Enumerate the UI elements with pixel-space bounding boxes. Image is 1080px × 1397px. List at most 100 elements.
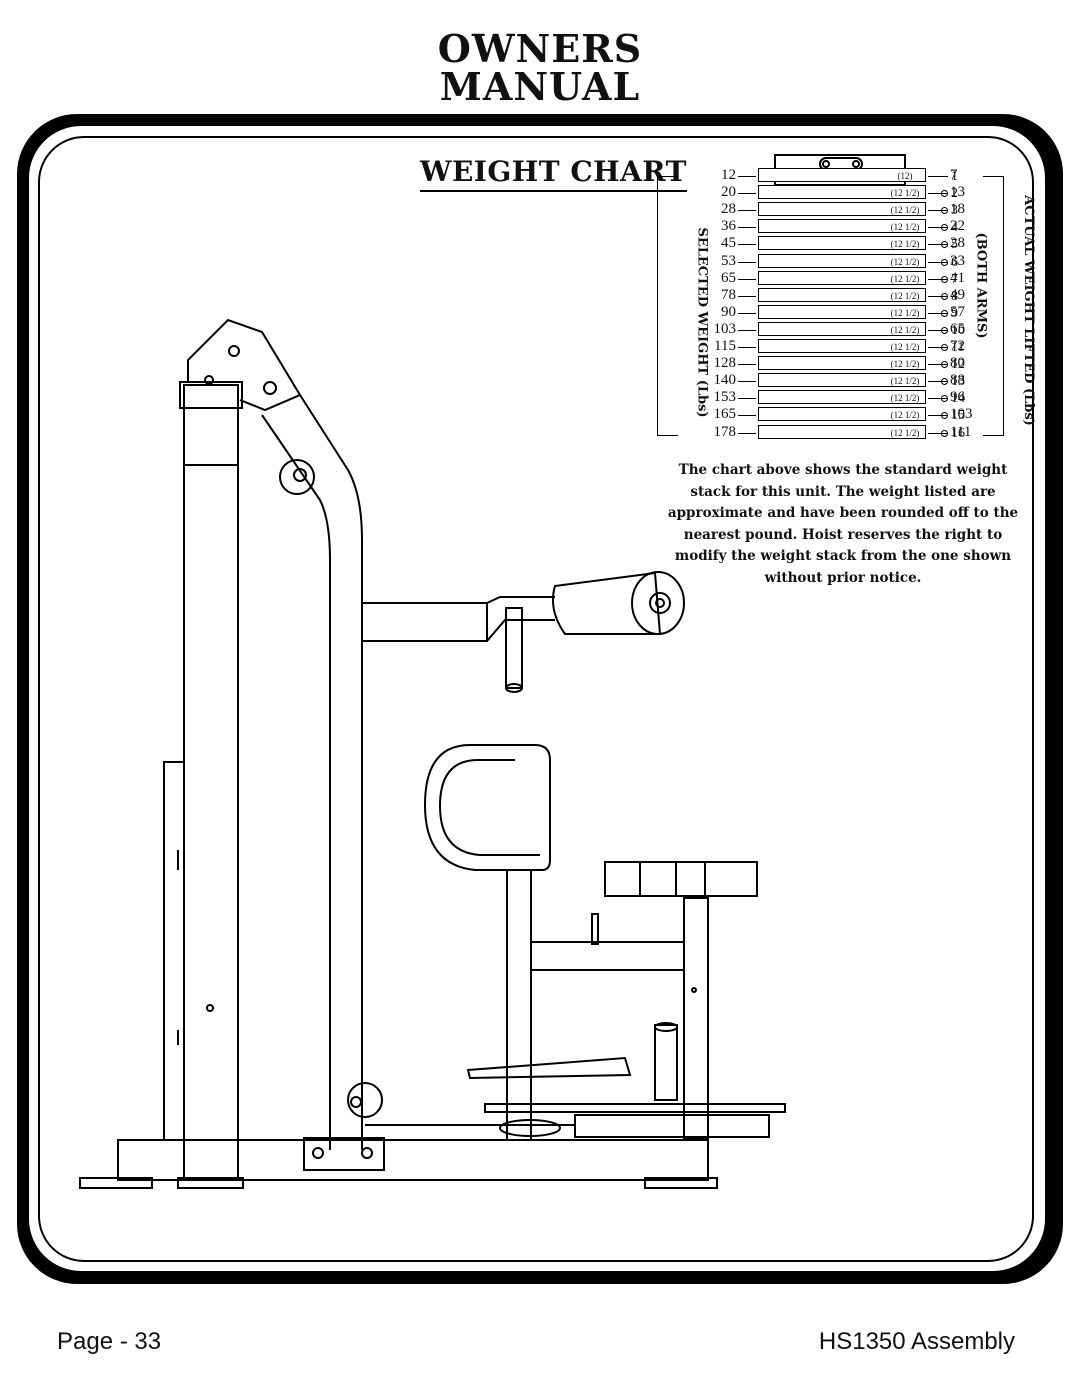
plate-number: 12 [951, 357, 965, 373]
actual-weight: 33 [950, 252, 965, 269]
tick-line-left [738, 193, 756, 195]
tick-line-right [928, 244, 948, 246]
tick-line-right [928, 227, 948, 229]
selected-weight: 28 [721, 201, 736, 218]
tick-line-right [928, 432, 948, 434]
plate-weight: (12 1/2) [890, 307, 920, 318]
tick-line-right [928, 312, 948, 314]
tick-line-left [738, 329, 756, 331]
selected-weight: 12 [721, 167, 736, 183]
selected-weight: 78 [721, 286, 736, 303]
selected-weight: 140 [713, 372, 737, 389]
selected-weight: 165 [713, 406, 737, 423]
plate-number: 15 [951, 408, 965, 424]
tick-line-left [738, 364, 756, 366]
tick-line-left [738, 312, 756, 314]
plate-number: 11 [951, 340, 965, 355]
actual-weight: 103 [950, 406, 973, 423]
plate-number: 16 [951, 425, 965, 441]
plate-weight: (12 1/2) [890, 256, 920, 267]
weight-plate: (12 1/2) 8 [758, 287, 958, 304]
plate-weight: (12 1/2) [890, 290, 920, 301]
tick-line-right [928, 398, 948, 400]
actual-weight: 28 [950, 235, 965, 252]
actual-weight: 18 [950, 201, 965, 218]
selected-weight: 45 [721, 235, 736, 252]
tick-line-right [928, 176, 948, 177]
plate-number: 7 [951, 271, 958, 287]
plate-number: 10 [951, 322, 965, 338]
weight-plate: (12 1/2) 3 [758, 202, 958, 218]
tick-line-right [928, 261, 948, 263]
weight-chart-note: The chart above shows the standard weigh… [667, 462, 1019, 586]
tick-line-left [738, 244, 756, 246]
tick-line-right [928, 381, 948, 383]
actual-weight: 7 [950, 167, 958, 183]
actual-weight: 88 [950, 372, 965, 389]
manual-title-line2: MANUAL [439, 64, 641, 109]
actual-weight-label: ACTUAL WEIGHT LIFTED (Lbs) [1020, 195, 1036, 426]
plate-number: 3 [951, 203, 958, 219]
plate-weight: (12 1/2) [890, 376, 920, 387]
tick-line-right [928, 193, 948, 195]
tick-line-left [738, 432, 756, 434]
actual-weight: 72 [950, 338, 965, 354]
tick-line-right [928, 295, 948, 297]
selected-weight: 36 [721, 218, 736, 235]
tick-line-left [738, 261, 756, 263]
weight-plate: (12 1/2)13 [758, 373, 965, 389]
manual-title-line1: OWNERS [437, 26, 643, 71]
actual-weight: 111 [950, 423, 972, 440]
plate-number: 8 [951, 288, 958, 304]
weight-plate: (12 1/2) 15 [758, 407, 965, 423]
weight-plate: (12 1/2) 4 [758, 219, 958, 235]
model-assembly: HS1350 Assembly [818, 1328, 1015, 1355]
tick-line-left [738, 210, 756, 212]
plate-weight: (12 1/2) [890, 205, 920, 216]
page-frame-line [38, 136, 1034, 1262]
weight-plate: (12 1/2)14 [758, 390, 965, 406]
plate-weight: (12 1/2) [890, 342, 920, 352]
weight-plate: (12 1/2) 9 [758, 304, 958, 321]
plate-number: 9 [951, 305, 958, 321]
plate-weight: (12) [897, 171, 913, 181]
weight-plate: (12 1/2)2 [758, 185, 958, 201]
tick-line-right [928, 210, 948, 212]
selected-weight-brace [657, 176, 678, 436]
tick-line-left [738, 415, 756, 417]
weight-plate: (12 1/2) 16 [758, 424, 965, 441]
weight-plate: (12 1/2)7 [758, 270, 958, 287]
tick-line-left [738, 295, 756, 297]
actual-weight: 41 [950, 269, 965, 286]
plate-number: 6 [951, 254, 958, 270]
plate-weight: (12 1/2) [890, 324, 920, 335]
actual-weight: 22 [950, 218, 965, 235]
tick-line-left [738, 227, 756, 229]
weight-plate: (12 1/2)5 [758, 236, 958, 252]
actual-weight: 96 [950, 389, 965, 406]
tick-line-left [738, 176, 756, 177]
actual-weight: 57 [950, 303, 965, 320]
tick-line-right [928, 278, 948, 280]
plate-weight: (12 1/2) [890, 410, 920, 421]
plate-number: 14 [951, 391, 965, 407]
tick-line-left [738, 278, 756, 280]
selected-weight: 90 [721, 303, 736, 320]
weight-plate: (12 1/2) 6 [758, 253, 958, 270]
tick-line-right [928, 329, 948, 331]
plate-number: 5 [951, 237, 958, 253]
tick-line-left [738, 381, 756, 383]
plate-weight: (12 1/2) [890, 222, 920, 233]
plate-number: 2 [951, 186, 958, 202]
selected-weight: 128 [713, 355, 737, 372]
selected-weight: 65 [721, 269, 736, 286]
weight-chart-title: WEIGHT CHART [420, 155, 687, 192]
tick-line-right [928, 347, 948, 348]
page-number: Page - 33 [57, 1328, 162, 1355]
plate-number: 4 [951, 220, 958, 236]
weight-plate: (12 1/2) 10 [758, 321, 965, 338]
weight-plate: (12 1/2) 11 [758, 339, 964, 355]
plate-weight: (12 1/2) [890, 359, 920, 370]
plate-weight: (12 1/2) [890, 427, 920, 438]
